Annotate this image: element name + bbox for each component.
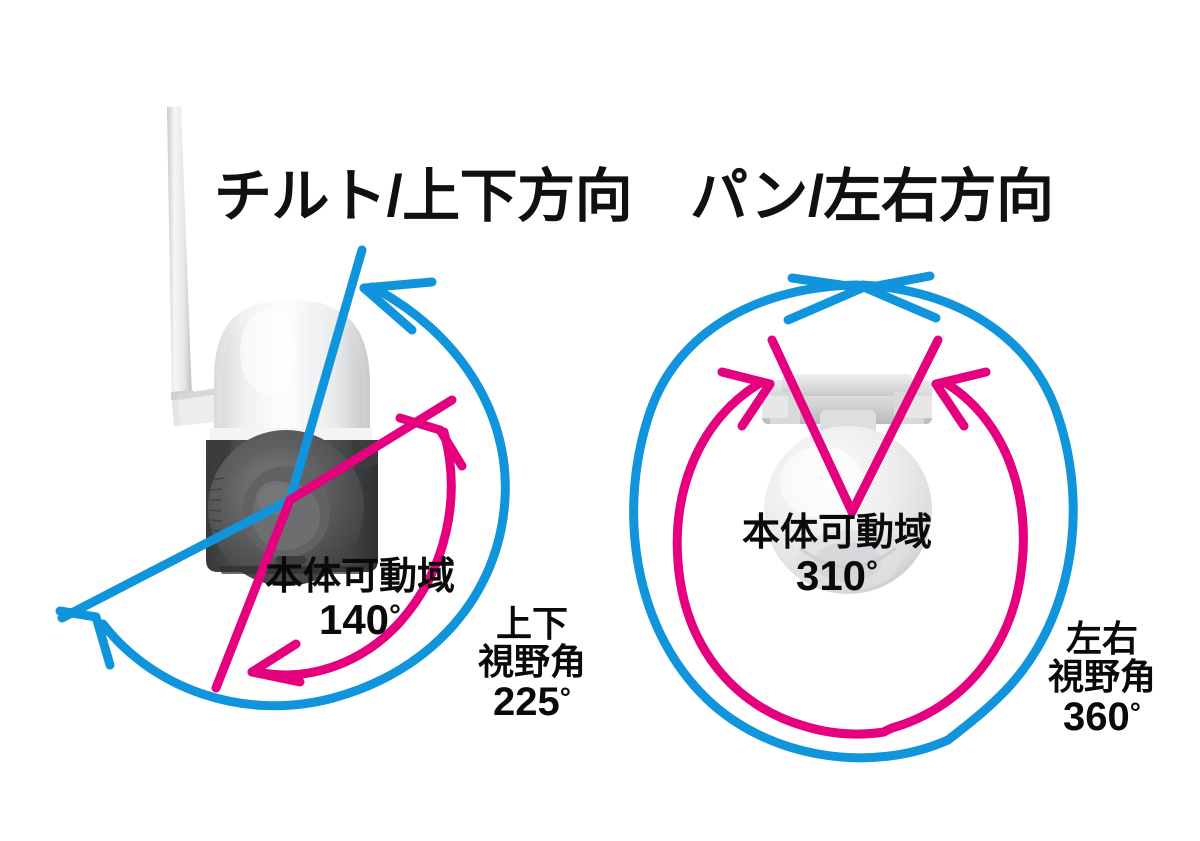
pan-body-range-degree-icon: ° <box>866 554 879 588</box>
tilt-fov-value-line: 225° <box>478 681 586 723</box>
tilt-body-arrow-upper <box>395 413 467 471</box>
pan-fov-label: 左右 視野角 360° <box>1048 618 1157 739</box>
tilt-body-range-magenta-indicator <box>211 395 467 693</box>
tilt-body-ray-lower <box>211 495 295 693</box>
tilt-body-range-lead: 本体可動域 <box>265 556 456 598</box>
pan-fov-line1: 左右 <box>1066 618 1139 659</box>
pan-body-range-label: 本体可動域 310° <box>742 512 933 599</box>
tilt-fov-value: 225 <box>493 680 560 725</box>
tilt-fov-blue-indicator <box>55 245 510 711</box>
pan-body-arrow-left <box>717 367 775 431</box>
tilt-body-range-label: 本体可動域 140° <box>265 556 456 643</box>
tilt-fov-arc <box>98 282 510 711</box>
pan-fov-arc-right <box>857 280 1078 745</box>
pan-body-arc-right <box>879 377 1028 737</box>
tilt-body-range-degree-icon: ° <box>389 598 402 632</box>
tilt-fov-arrow-top <box>359 277 437 335</box>
pan-body-arc-left <box>672 377 889 739</box>
camera-top-view <box>762 374 932 594</box>
panel-title-tilt: チルト/上下方向 <box>214 164 633 229</box>
pan-body-arrow-right <box>931 367 991 431</box>
tilt-fov-ray-upper <box>285 245 367 505</box>
pan-body-range-magenta-indicator <box>672 335 1028 739</box>
pan-fov-degree-icon: ° <box>1129 697 1141 729</box>
tilt-body-arrow-lower <box>247 639 305 687</box>
tilt-fov-line1: 上下 <box>496 603 569 644</box>
pan-body-range-lead: 本体可動域 <box>742 512 933 554</box>
pan-body-range-value: 310 <box>795 551 867 599</box>
tilt-fov-ray-lower <box>57 495 295 623</box>
tilt-fov-line2: 視野角 <box>478 641 587 683</box>
pan-fov-blue-indicator <box>629 271 1078 763</box>
tilt-fov-arrow-bottom <box>55 606 115 670</box>
pan-body-range-value-line: 310° <box>742 551 932 599</box>
tilt-body-arc <box>253 427 456 680</box>
tilt-body-ray-upper <box>285 395 457 505</box>
pan-body-ray-left <box>767 335 857 517</box>
pan-fov-line2: 視野角 <box>1048 656 1157 698</box>
pan-body-ray-right <box>847 335 943 517</box>
panel-title-pan: パン/左右方向 <box>690 164 1054 229</box>
pan-fov-arrow-right <box>861 271 941 323</box>
tilt-body-range-value: 140 <box>318 595 390 643</box>
antenna-icon <box>167 106 196 426</box>
tilt-body-range-value-line: 140° <box>265 595 455 643</box>
pan-fov-value-line: 360° <box>1048 696 1156 738</box>
camera-side-view <box>167 106 378 586</box>
tilt-fov-label: 上下 視野角 225° <box>478 603 587 724</box>
tilt-fov-degree-icon: ° <box>559 682 571 714</box>
pan-fov-value: 360 <box>1063 695 1130 740</box>
pan-fov-arc-left <box>629 280 953 763</box>
pan-fov-arrow-left <box>783 273 867 325</box>
